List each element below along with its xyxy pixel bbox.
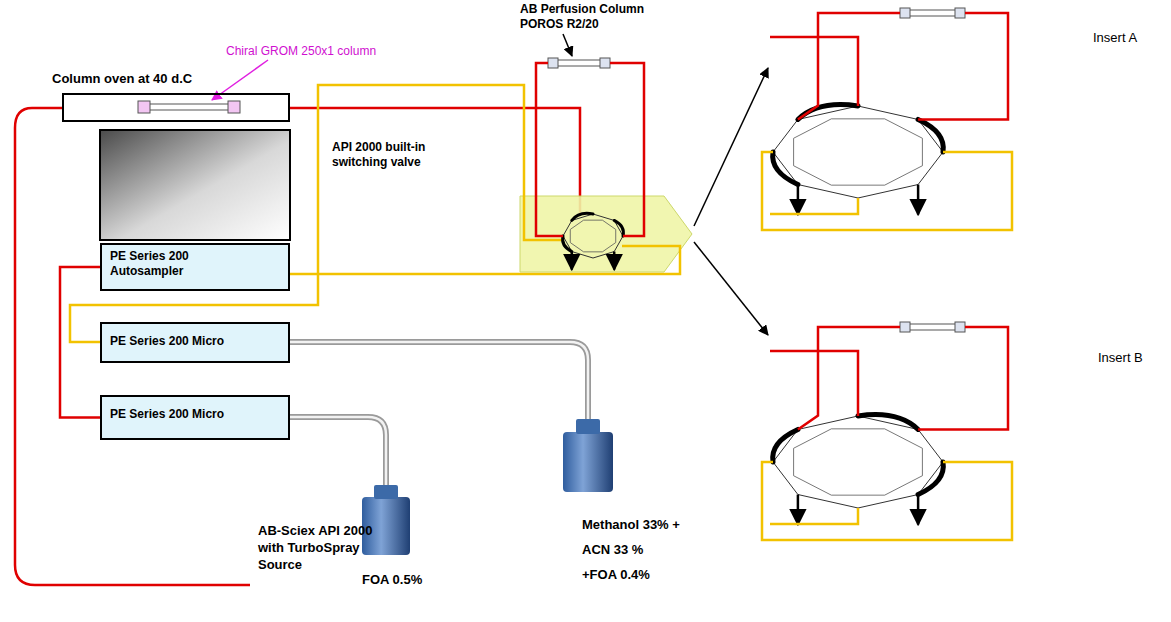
- part-label: API 2000 built-in switching valve: [332, 140, 462, 170]
- capillary-line: [70, 85, 564, 342]
- column-body: [148, 104, 230, 110]
- valve-channel: [572, 213, 593, 220]
- valve-highlight: [520, 196, 692, 272]
- column-cap: [900, 8, 910, 18]
- insert-label: Insert B: [1098, 350, 1168, 365]
- capillary-line: [918, 13, 1008, 119]
- solvent-label: FOA 0.5%: [362, 572, 452, 587]
- column-cap: [548, 58, 558, 68]
- solvent-label: Methanol 33% + ACN 33 % +FOA 0.4%: [582, 512, 680, 587]
- callout-label: Chiral GROM 250x1 column: [226, 44, 426, 59]
- node-label: Column oven at 40 d.C: [52, 71, 192, 86]
- column-cap: [955, 322, 965, 332]
- capillary-line: [918, 327, 1008, 429]
- capillary-line: [536, 63, 563, 236]
- capillary-line: [770, 351, 858, 416]
- waste-arrow: [571, 252, 574, 270]
- capillary-connector: [60, 267, 100, 418]
- valve-channel: [773, 152, 798, 185]
- pump-box: PE Series 200 Micro: [100, 395, 290, 440]
- pump-box: PE Series 200 Micro: [100, 322, 290, 363]
- solvent-tubing: [290, 417, 386, 485]
- valve-channel: [918, 462, 943, 495]
- pointer-arrow: [694, 242, 768, 335]
- valve-channel: [563, 236, 572, 252]
- insert-label: Insert A: [1093, 30, 1163, 45]
- valve-rotor: [794, 429, 923, 495]
- solvent-tubing: [290, 342, 588, 419]
- node-label: PE Series 200 Micro: [102, 324, 288, 359]
- instrument-label: AB-Sciex API 2000 with TurboSpray Source: [258, 522, 388, 573]
- valve-rotor: [794, 119, 923, 185]
- column-cap: [228, 101, 240, 113]
- node-label: PE Series 200 Autosampler: [102, 245, 228, 283]
- valve-channel: [773, 429, 798, 462]
- waste-arrow: [917, 185, 920, 215]
- column-body: [908, 10, 957, 16]
- column-body: [556, 60, 602, 66]
- capillary-line: [762, 462, 1012, 540]
- column-cap: [138, 101, 150, 113]
- autosampler-box: PE Series 200 Autosampler: [100, 243, 290, 291]
- column-cap: [900, 322, 910, 332]
- capillary-line: [290, 246, 680, 274]
- oven-box: Column oven at 40 d.C: [62, 93, 290, 122]
- valve-body: [563, 214, 623, 258]
- valve-channel: [858, 415, 918, 430]
- solvent-bottle: [362, 485, 410, 555]
- pointer-arrow: [694, 68, 768, 226]
- waste-arrow: [917, 495, 920, 525]
- solvent-tubing: [290, 342, 588, 419]
- node-label: PE Series 200 Micro: [102, 397, 288, 432]
- waste-arrow: [613, 252, 616, 270]
- capillary-line: [610, 63, 644, 236]
- column-cap: [955, 8, 965, 18]
- valve-rotor: [570, 220, 615, 252]
- capillary-line: [770, 37, 858, 106]
- column-cap: [600, 58, 610, 68]
- capillary-line: [770, 198, 858, 214]
- capillary-line: [762, 152, 1012, 230]
- waste-arrow: [797, 495, 800, 525]
- waste-arrow: [797, 185, 800, 215]
- column-body: [908, 324, 957, 330]
- autosampler-housing: [100, 130, 290, 240]
- solvent-tubing: [290, 417, 386, 485]
- capillary-line: [798, 327, 900, 429]
- valve-channel: [614, 220, 623, 236]
- valve-channel: [918, 119, 943, 152]
- capillary-line: [770, 508, 858, 524]
- pointer-arrow: [563, 34, 572, 56]
- part-label: AB Perfusion Column POROS R2/20: [520, 2, 660, 32]
- solvent-bottle: [563, 419, 613, 492]
- capillary-line: [798, 13, 900, 119]
